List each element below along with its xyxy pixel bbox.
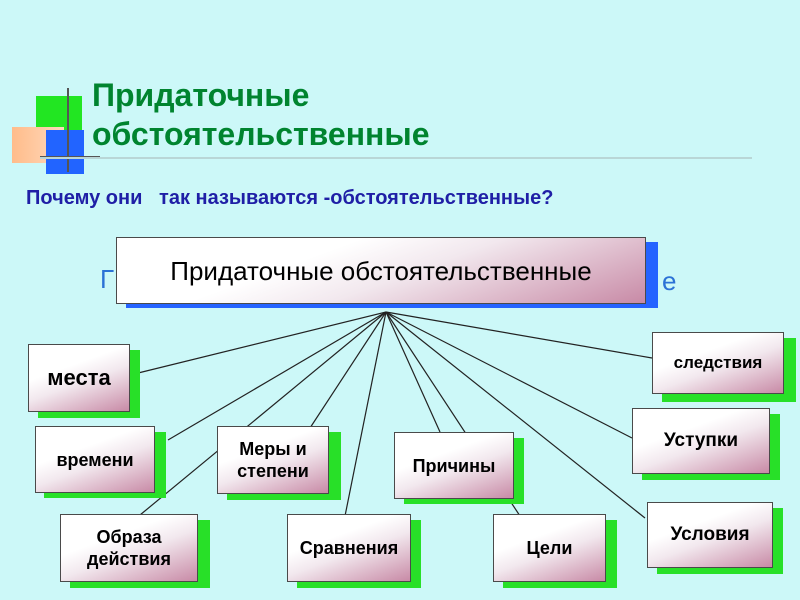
slide-title: Придаточные обстоятельственные xyxy=(92,76,430,154)
link-manner xyxy=(139,311,387,516)
node-consequence-label: следствия xyxy=(673,353,763,372)
link-consequence xyxy=(385,311,653,359)
node-time: времени xyxy=(35,426,155,493)
decor-vertical-line xyxy=(67,88,69,172)
node-comparison-label: Сравнения xyxy=(299,538,399,558)
link-time xyxy=(167,311,387,441)
node-measure-label: Меры и степени xyxy=(237,439,309,481)
node-place-label: места xyxy=(47,365,111,390)
node-time-label: времени xyxy=(56,449,134,470)
node-concession-label: Уступки xyxy=(663,430,739,451)
node-condition-label: Условия xyxy=(670,524,750,545)
link-comparison xyxy=(344,311,387,517)
node-place: места xyxy=(28,344,130,412)
node-condition: Условия xyxy=(647,502,773,568)
node-purpose: Цели xyxy=(493,514,606,582)
node-purpose-label: Цели xyxy=(526,538,573,558)
link-condition xyxy=(385,311,646,519)
node-comparison: Сравнения xyxy=(287,514,411,582)
node-manner-label: Образа действия xyxy=(87,527,171,569)
hub-node: Придаточные обстоятельственные xyxy=(116,237,646,304)
decor-blue-square xyxy=(46,130,84,174)
node-measure: Меры и степени xyxy=(217,426,329,494)
title-line-2: обстоятельственные xyxy=(92,116,430,152)
link-measure xyxy=(309,311,387,429)
question-text: Почему они так называются -обстоятельств… xyxy=(26,187,554,209)
hub-ghost-letter-left: Г xyxy=(100,264,115,294)
title-underline xyxy=(40,157,752,159)
node-consequence: следствия xyxy=(652,332,784,394)
node-manner: Образа действия xyxy=(60,514,198,582)
node-cause: Причины xyxy=(394,432,514,499)
hub-ghost-letter-right: е xyxy=(662,266,677,296)
node-concession: Уступки xyxy=(632,408,770,474)
node-cause-label: Причины xyxy=(412,455,496,476)
title-line-1: Придаточные xyxy=(92,77,310,113)
link-cause xyxy=(385,311,441,433)
link-concession xyxy=(385,311,633,439)
hub-label: Придаточные обстоятельственные xyxy=(170,255,592,286)
link-place xyxy=(129,311,387,376)
